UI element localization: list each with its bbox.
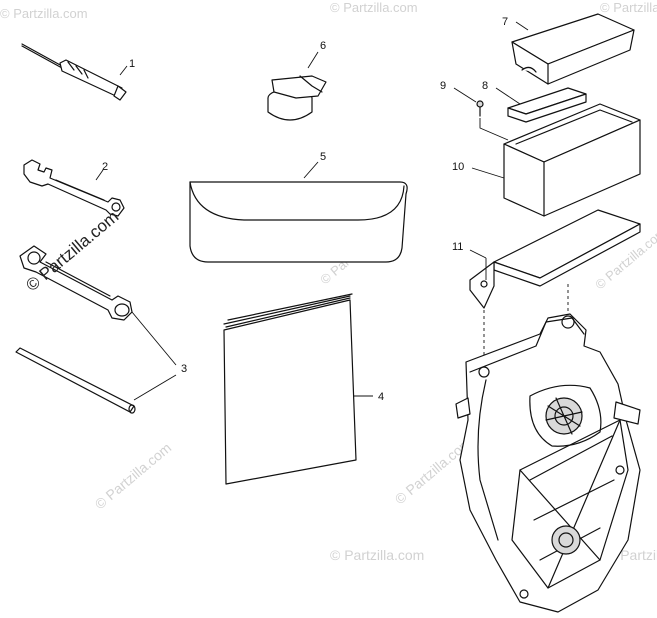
box-lid-part: 7 (502, 13, 635, 85)
callout-3: 3 (181, 363, 187, 375)
tool-pouch-part: 5 (189, 151, 408, 263)
owners-manual-part: 4 (223, 293, 384, 485)
screw-part: 9 (440, 80, 509, 141)
callout-4: 4 (378, 391, 384, 403)
chaincase-housing-part (455, 313, 641, 613)
tool-box-part: 10 (452, 103, 641, 217)
watermark-faint: © Partzilla.com (92, 439, 175, 512)
callout-11: 11 (452, 241, 463, 253)
tommy-bar-part: 3 (15, 311, 187, 414)
tape-roll-part: 6 (267, 40, 327, 121)
callout-9: 9 (440, 80, 446, 92)
callout-6: 6 (320, 40, 326, 52)
callout-10: 10 (452, 161, 464, 173)
foam-pad-part: 8 (482, 80, 587, 123)
watermark-faint: © Partzilla.com (330, 547, 424, 563)
watermark-faint: © Partzilla.com (600, 0, 657, 15)
callout-8: 8 (482, 80, 488, 92)
watermark-faint: © Partzilla.com (330, 0, 418, 15)
screwdriver-part: 1 (21, 43, 135, 101)
wrench-part: 2 (23, 159, 125, 217)
watermark-faint: © Partzilla.com (0, 6, 88, 21)
mounting-bracket-part: 11 (452, 209, 641, 372)
callout-7: 7 (502, 16, 508, 28)
callout-2: 2 (102, 161, 108, 173)
socket-wrench-part (19, 245, 133, 321)
callout-5: 5 (320, 151, 326, 163)
callout-1: 1 (129, 58, 135, 70)
